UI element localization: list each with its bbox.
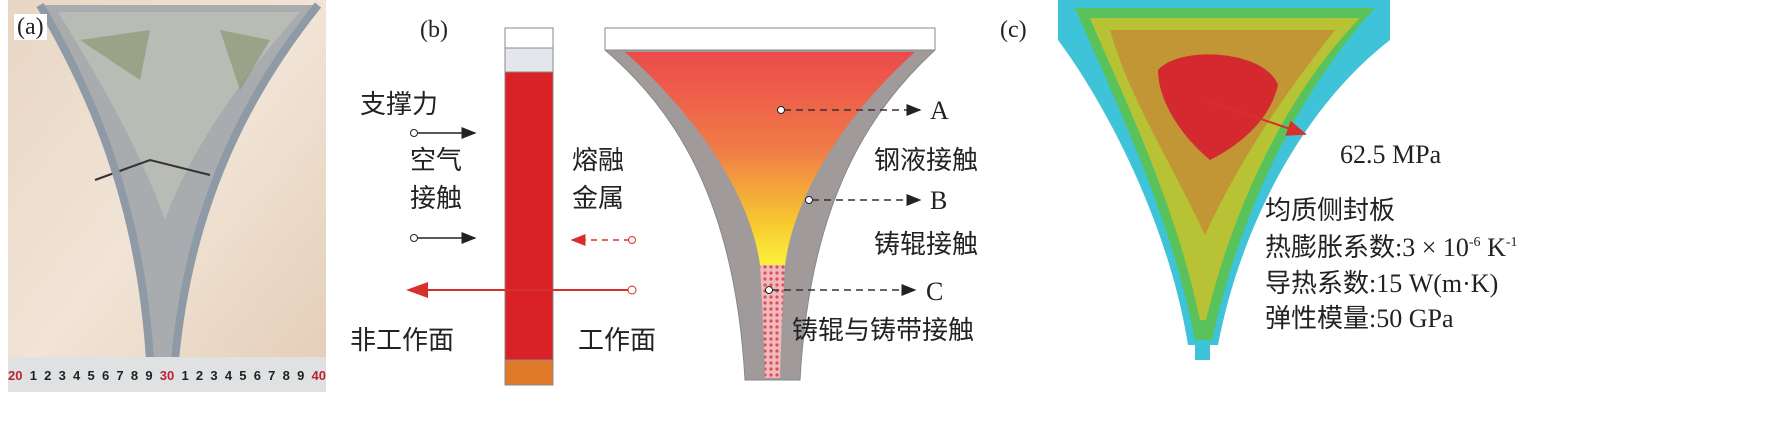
ruler-tick: 3 <box>210 368 218 383</box>
max-stress-label: 62.5 MPa <box>1340 140 1442 169</box>
air-contact-label-1: 空气 <box>410 146 463 175</box>
support-force-label: 支撑力 <box>360 90 439 119</box>
ruler-tick: 6 <box>253 368 261 383</box>
contact-c-label: 铸辊与铸带接触 <box>792 316 975 345</box>
panel-label-a: (a) <box>14 14 47 40</box>
molten-metal-label-1: 熔融 <box>572 146 625 175</box>
molten-metal-label-2: 金属 <box>572 184 625 213</box>
ruler-tick: 9 <box>297 368 305 383</box>
ruler-tick: 8 <box>282 368 290 383</box>
ruler-tick: 1 <box>181 368 189 383</box>
photo-sample <box>8 0 326 392</box>
thermal-expansion-unit-exp: -1 <box>1505 235 1518 250</box>
ruler-tick: 40 <box>311 368 326 383</box>
ruler-ticks: 20 1 2 3 4 5 6 7 8 9 30 1 2 3 4 5 6 7 8 … <box>8 368 326 383</box>
material-title: 均质侧封板 <box>1265 196 1396 225</box>
ruler-tick: 7 <box>116 368 124 383</box>
working-face-label: 工作面 <box>578 326 657 355</box>
point-a-label: A <box>930 96 949 125</box>
stress-contour-plot <box>1058 0 1390 360</box>
ruler-tick: 2 <box>44 368 52 383</box>
ruler-tick: 7 <box>268 368 276 383</box>
ruler-tick: 4 <box>73 368 81 383</box>
contact-b-label: 铸辊接触 <box>874 230 979 259</box>
ruler-tick: 9 <box>145 368 153 383</box>
air-contact-label-2: 接触 <box>410 184 463 213</box>
point-b-label: B <box>930 186 948 215</box>
ruler-tick: 30 <box>159 368 175 383</box>
panel-label-b: (b) <box>420 17 448 43</box>
point-markers <box>765 104 922 296</box>
ruler-tick: 5 <box>239 368 247 383</box>
contact-a-label: 钢液接触 <box>874 146 979 175</box>
ruler <box>8 357 326 392</box>
force-arrows <box>406 127 637 298</box>
ruler-tick: 6 <box>101 368 110 383</box>
ruler-tick: 20 <box>8 368 23 383</box>
side-dam-funnel <box>604 27 936 381</box>
panel-label-c: (c) <box>1000 17 1027 43</box>
thermal-expansion-exp: -6 <box>1468 235 1481 250</box>
layer-column <box>504 27 554 386</box>
ruler-tick: 4 <box>224 368 233 383</box>
ruler-tick: 8 <box>130 368 139 383</box>
ruler-tick: 1 <box>29 368 37 383</box>
thermal-expansion: 热膨胀系数:3 × 10-6 K-1 <box>1265 235 1518 261</box>
ruler-tick: 2 <box>195 368 204 383</box>
elastic-modulus: 弹性模量:50 GPa <box>1265 304 1454 333</box>
ruler-tick: 5 <box>87 368 95 383</box>
thermal-expansion-label: 热膨胀系数:3 × 10 <box>1265 233 1469 262</box>
point-c-label: C <box>926 277 944 306</box>
thermal-conductivity: 导热系数:15 W(m·K) <box>1265 269 1499 298</box>
non-working-face-label: 非工作面 <box>350 326 455 355</box>
thermal-expansion-unit: K <box>1480 233 1506 262</box>
ruler-tick: 3 <box>58 368 66 383</box>
